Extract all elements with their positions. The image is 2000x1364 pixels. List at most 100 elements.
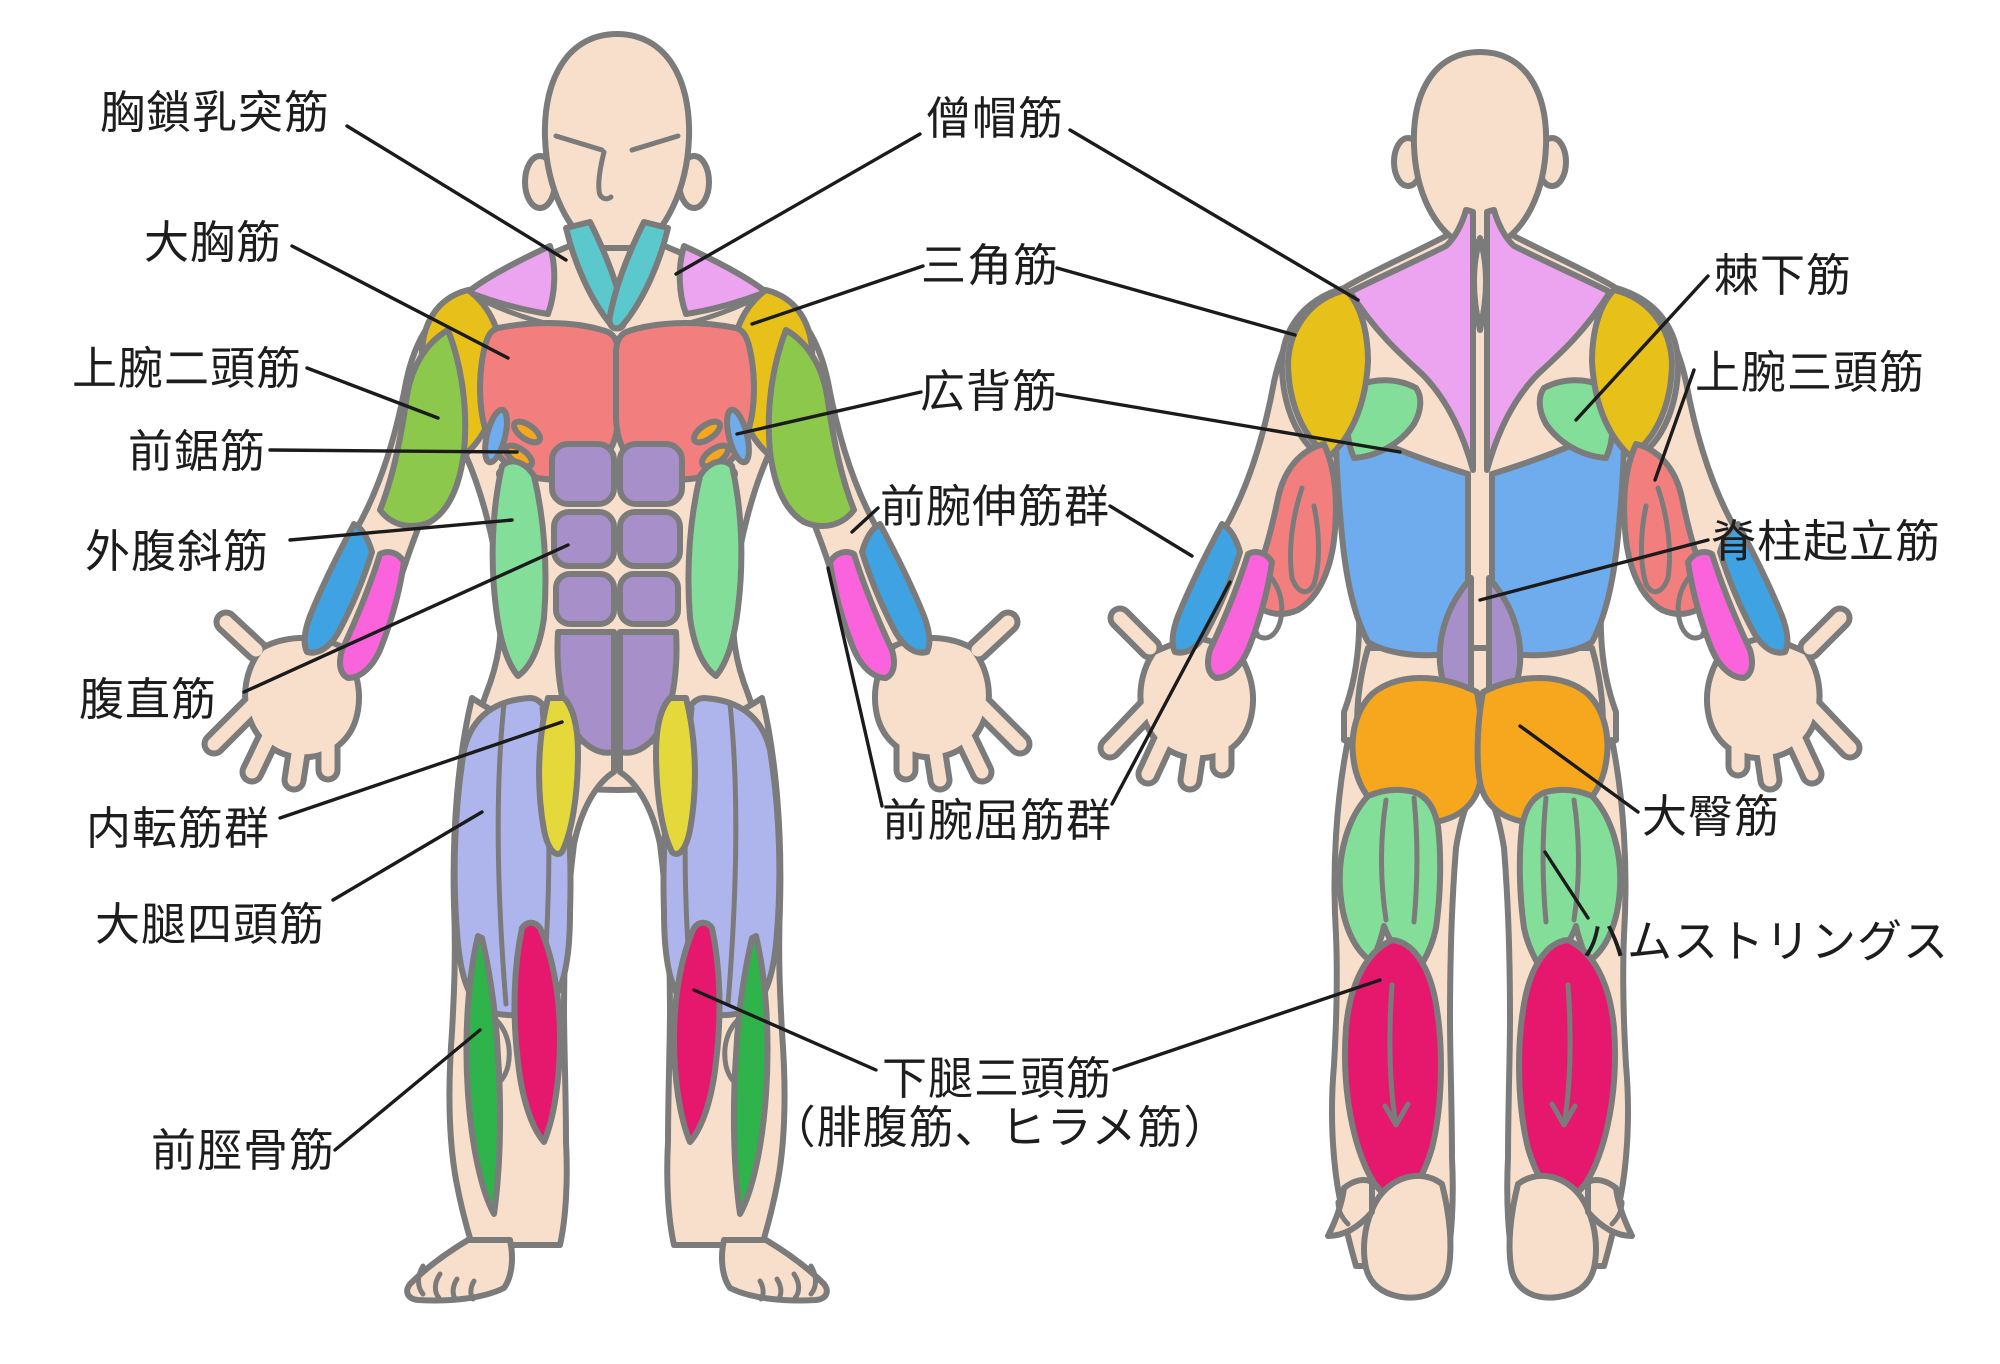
calf-back-left-line — [1382, 982, 1411, 1128]
front-right-finger3 — [925, 721, 947, 787]
quadriceps-right-line1 — [725, 701, 739, 1007]
leader-calf-front — [692, 988, 878, 1072]
label-pec: 大胸筋 — [144, 216, 282, 269]
leader-adductors — [278, 720, 564, 820]
leader-glutes — [1518, 724, 1640, 814]
leader-quadriceps — [331, 810, 484, 902]
front-nose-line — [596, 149, 614, 202]
back-right-foot — [1506, 1172, 1599, 1301]
tibialis-left — [463, 933, 504, 1217]
trapezius-front-left — [465, 243, 558, 317]
hamstrings-right-lines — [1540, 795, 1581, 925]
front-left-thumb — [219, 615, 263, 657]
back-right-finger3 — [1755, 719, 1777, 787]
abs-row3-left — [553, 571, 617, 627]
label-forearm-extensors: 前腕伸筋群 — [880, 480, 1110, 533]
forearm-extensors-back-right — [1717, 521, 1791, 656]
back-head — [1410, 49, 1550, 245]
front-right-finger2 — [951, 715, 989, 779]
trapezius-back-right — [1484, 207, 1613, 473]
label-infraspinatus: 棘下筋 — [1714, 249, 1852, 302]
leader-lats-back — [1055, 392, 1402, 454]
forearm-extensors-front-left — [301, 521, 375, 656]
abs-row1-left — [549, 441, 617, 507]
labels: 胸鎖乳突筋 大胸筋 上腕二頭筋 前鋸筋 外腹斜筋 腹直筋 内転筋群 大腿四頭筋 … — [72, 86, 1949, 1177]
label-adductors: 内転筋群 — [86, 802, 270, 855]
front-left-toes — [416, 1263, 477, 1303]
front-figure — [201, 31, 1033, 1304]
label-abs: 腹直筋 — [79, 673, 217, 726]
forearm-flexors-front-left — [337, 549, 407, 681]
forearm-extensors-front-right — [859, 521, 933, 656]
calf-back-right-line — [1549, 982, 1578, 1128]
abs-row2-left — [551, 509, 617, 569]
tibialis-right — [730, 933, 771, 1217]
back-left-finger3 — [1183, 719, 1205, 787]
front-right-toes — [757, 1263, 818, 1303]
biceps-left — [377, 327, 469, 529]
label-triceps: 上腕三頭筋 — [1695, 346, 1925, 399]
back-figure — [1097, 49, 1863, 1301]
label-calf-subtext: （腓腹筋、ヒラメ筋） — [771, 1101, 1230, 1154]
label-trapezius: 僧帽筋 — [926, 92, 1064, 145]
front-right-finger1 — [973, 697, 1027, 751]
triceps-right-line — [1639, 485, 1672, 595]
front-left-finger3 — [287, 721, 309, 787]
label-calf: 下腿三頭筋 — [882, 1052, 1112, 1105]
calf-front-right — [671, 919, 723, 1145]
lats-left — [1332, 415, 1471, 659]
leader-scm — [345, 124, 568, 262]
sternocleidomastoid-right — [606, 219, 671, 332]
hamstrings-left-lines — [1379, 795, 1420, 925]
front-right-eyebrow — [629, 133, 681, 153]
lats-front-sliver-left — [482, 406, 510, 466]
abs-row3-right — [617, 571, 681, 627]
leader-lines — [242, 124, 1710, 1152]
forearm-flexors-front-right — [827, 549, 897, 681]
forearm-extensors-back-left — [1169, 521, 1243, 656]
leader-lats-front — [735, 390, 923, 436]
forearm-flexors-back-right — [1685, 549, 1755, 681]
front-left-finger1 — [207, 697, 261, 751]
back-right-finger2 — [1781, 715, 1819, 781]
biceps-right — [765, 327, 857, 529]
front-left-eyebrow — [553, 133, 605, 153]
back-right-finger1 — [1803, 699, 1857, 755]
front-head — [541, 31, 693, 251]
calf-back-right — [1516, 937, 1619, 1202]
leader-forearm-flexors-front — [826, 566, 884, 808]
leader-tibialis — [333, 1028, 482, 1152]
calf-back-left — [1341, 937, 1444, 1202]
back-spine-diamond — [1471, 235, 1489, 333]
front-left-finger2 — [245, 715, 283, 779]
front-right-thumb — [971, 615, 1015, 657]
leader-forearm-flexors-back — [1110, 580, 1232, 806]
leader-hamstrings — [1543, 850, 1590, 920]
quadriceps-left-line1 — [495, 701, 509, 1007]
serratus-right-1 — [691, 418, 723, 446]
label-hamstrings: ハムストリングス — [1581, 915, 1949, 968]
forearm-flexors-back-left — [1205, 549, 1275, 681]
adductors-left — [536, 695, 581, 857]
leader-infraspinatus — [1574, 274, 1710, 422]
leader-pec — [290, 244, 510, 360]
leader-trapezius-back — [1068, 128, 1360, 302]
abs-row1-right — [617, 441, 685, 507]
leader-trapezius-front — [674, 132, 922, 276]
leader-calf-back — [1112, 978, 1382, 1072]
leader-forearm-extensors-front — [850, 506, 880, 534]
label-erector: 脊柱起立筋 — [1711, 515, 1941, 568]
leader-biceps — [305, 366, 440, 420]
leader-deltoid-front — [750, 264, 925, 326]
abs-row2-right — [617, 509, 683, 569]
label-obliques: 外腹斜筋 — [85, 525, 269, 578]
back-left-toe-line — [1335, 1199, 1351, 1227]
leader-forearm-extensors-back — [1108, 504, 1194, 558]
calf-front-left — [511, 919, 563, 1145]
leader-deltoid-back — [1055, 266, 1297, 337]
label-forearm-flexors: 前腕屈筋群 — [882, 794, 1112, 847]
label-scm: 胸鎖乳突筋 — [100, 86, 330, 139]
back-left-finger1 — [1103, 699, 1157, 755]
label-glutes: 大臀筋 — [1642, 790, 1780, 843]
trapezius-back-left — [1347, 207, 1476, 473]
